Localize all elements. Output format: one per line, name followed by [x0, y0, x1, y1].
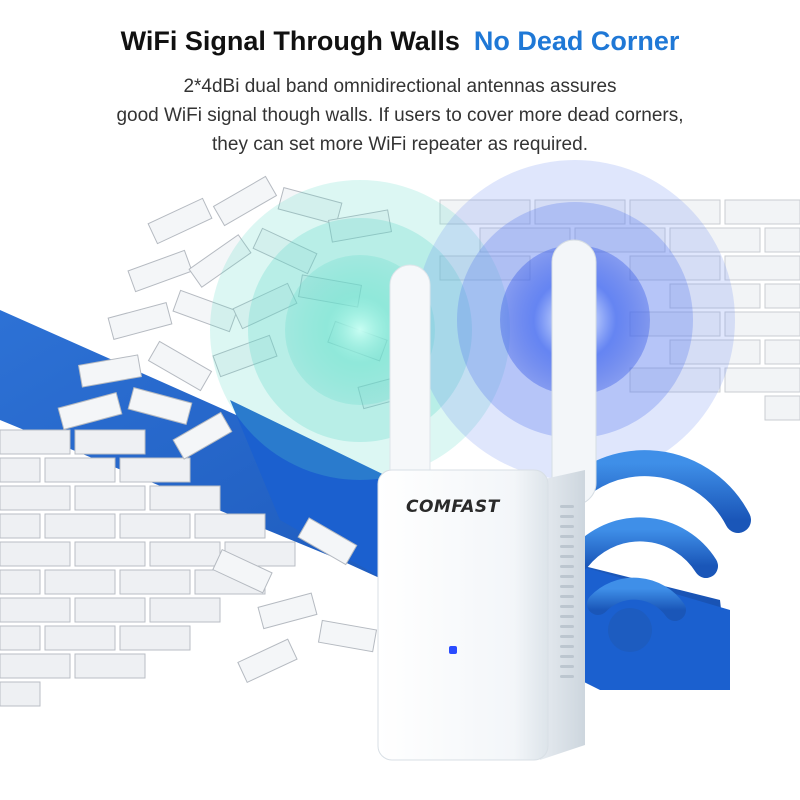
router-device [377, 239, 597, 761]
description: 2*4dBi dual band omnidirectional antenna… [40, 72, 760, 159]
led-indicator [449, 646, 457, 654]
brick-wall-right [439, 199, 800, 421]
brand-logo-text: COMFAST [406, 497, 500, 517]
description-line-2: good WiFi signal though walls. If users … [116, 105, 684, 126]
highlight-text: No Dead Corner [473, 26, 680, 56]
brick-wall-left [0, 429, 296, 707]
description-line-1: 2*4dBi dual band omnidirectional antenna… [183, 76, 617, 97]
page-title: WiFi Signal Through Walls No Dead Corner [0, 26, 800, 57]
description-line-3: they can set more WiFi repeater as requi… [212, 134, 588, 155]
title-text: WiFi Signal Through Walls [120, 26, 460, 56]
